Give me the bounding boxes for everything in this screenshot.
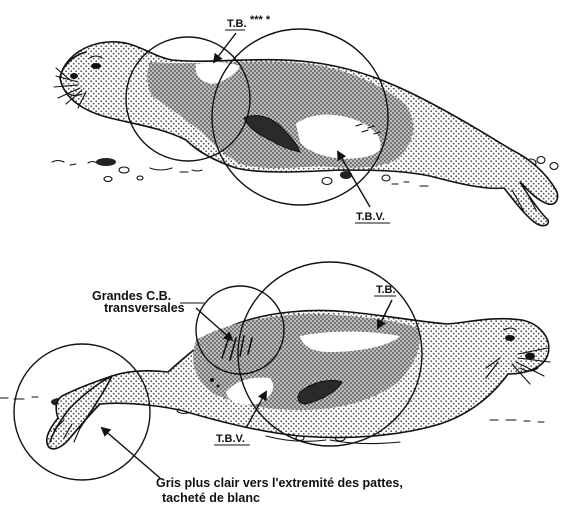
bottom-caption-group: Gris plus clair vers l'extremité des pat… — [102, 428, 403, 505]
top-seal-nose — [70, 73, 78, 79]
bottom-tb-label: T.B. — [376, 284, 396, 296]
bottom-seal-nose — [525, 353, 535, 360]
bottom-grandes-line2: transversales — [104, 301, 185, 315]
bottom-tbv-label: T.B.V. — [216, 433, 245, 445]
top-seal — [52, 42, 558, 226]
top-tb-marks: *** * — [250, 14, 271, 26]
bottom-caption-arrow — [102, 428, 160, 478]
bottom-caption-line2: tacheté de blanc — [162, 491, 260, 505]
top-seal-eye — [91, 63, 101, 69]
bottom-caption-line1: Gris plus clair vers l'extremité des pat… — [156, 476, 403, 490]
top-tb-arrow — [214, 33, 236, 62]
top-tb-label: T.B. — [227, 18, 247, 30]
top-tbv-label: T.B.V. — [356, 211, 385, 223]
bottom-seal-eye — [505, 335, 515, 341]
